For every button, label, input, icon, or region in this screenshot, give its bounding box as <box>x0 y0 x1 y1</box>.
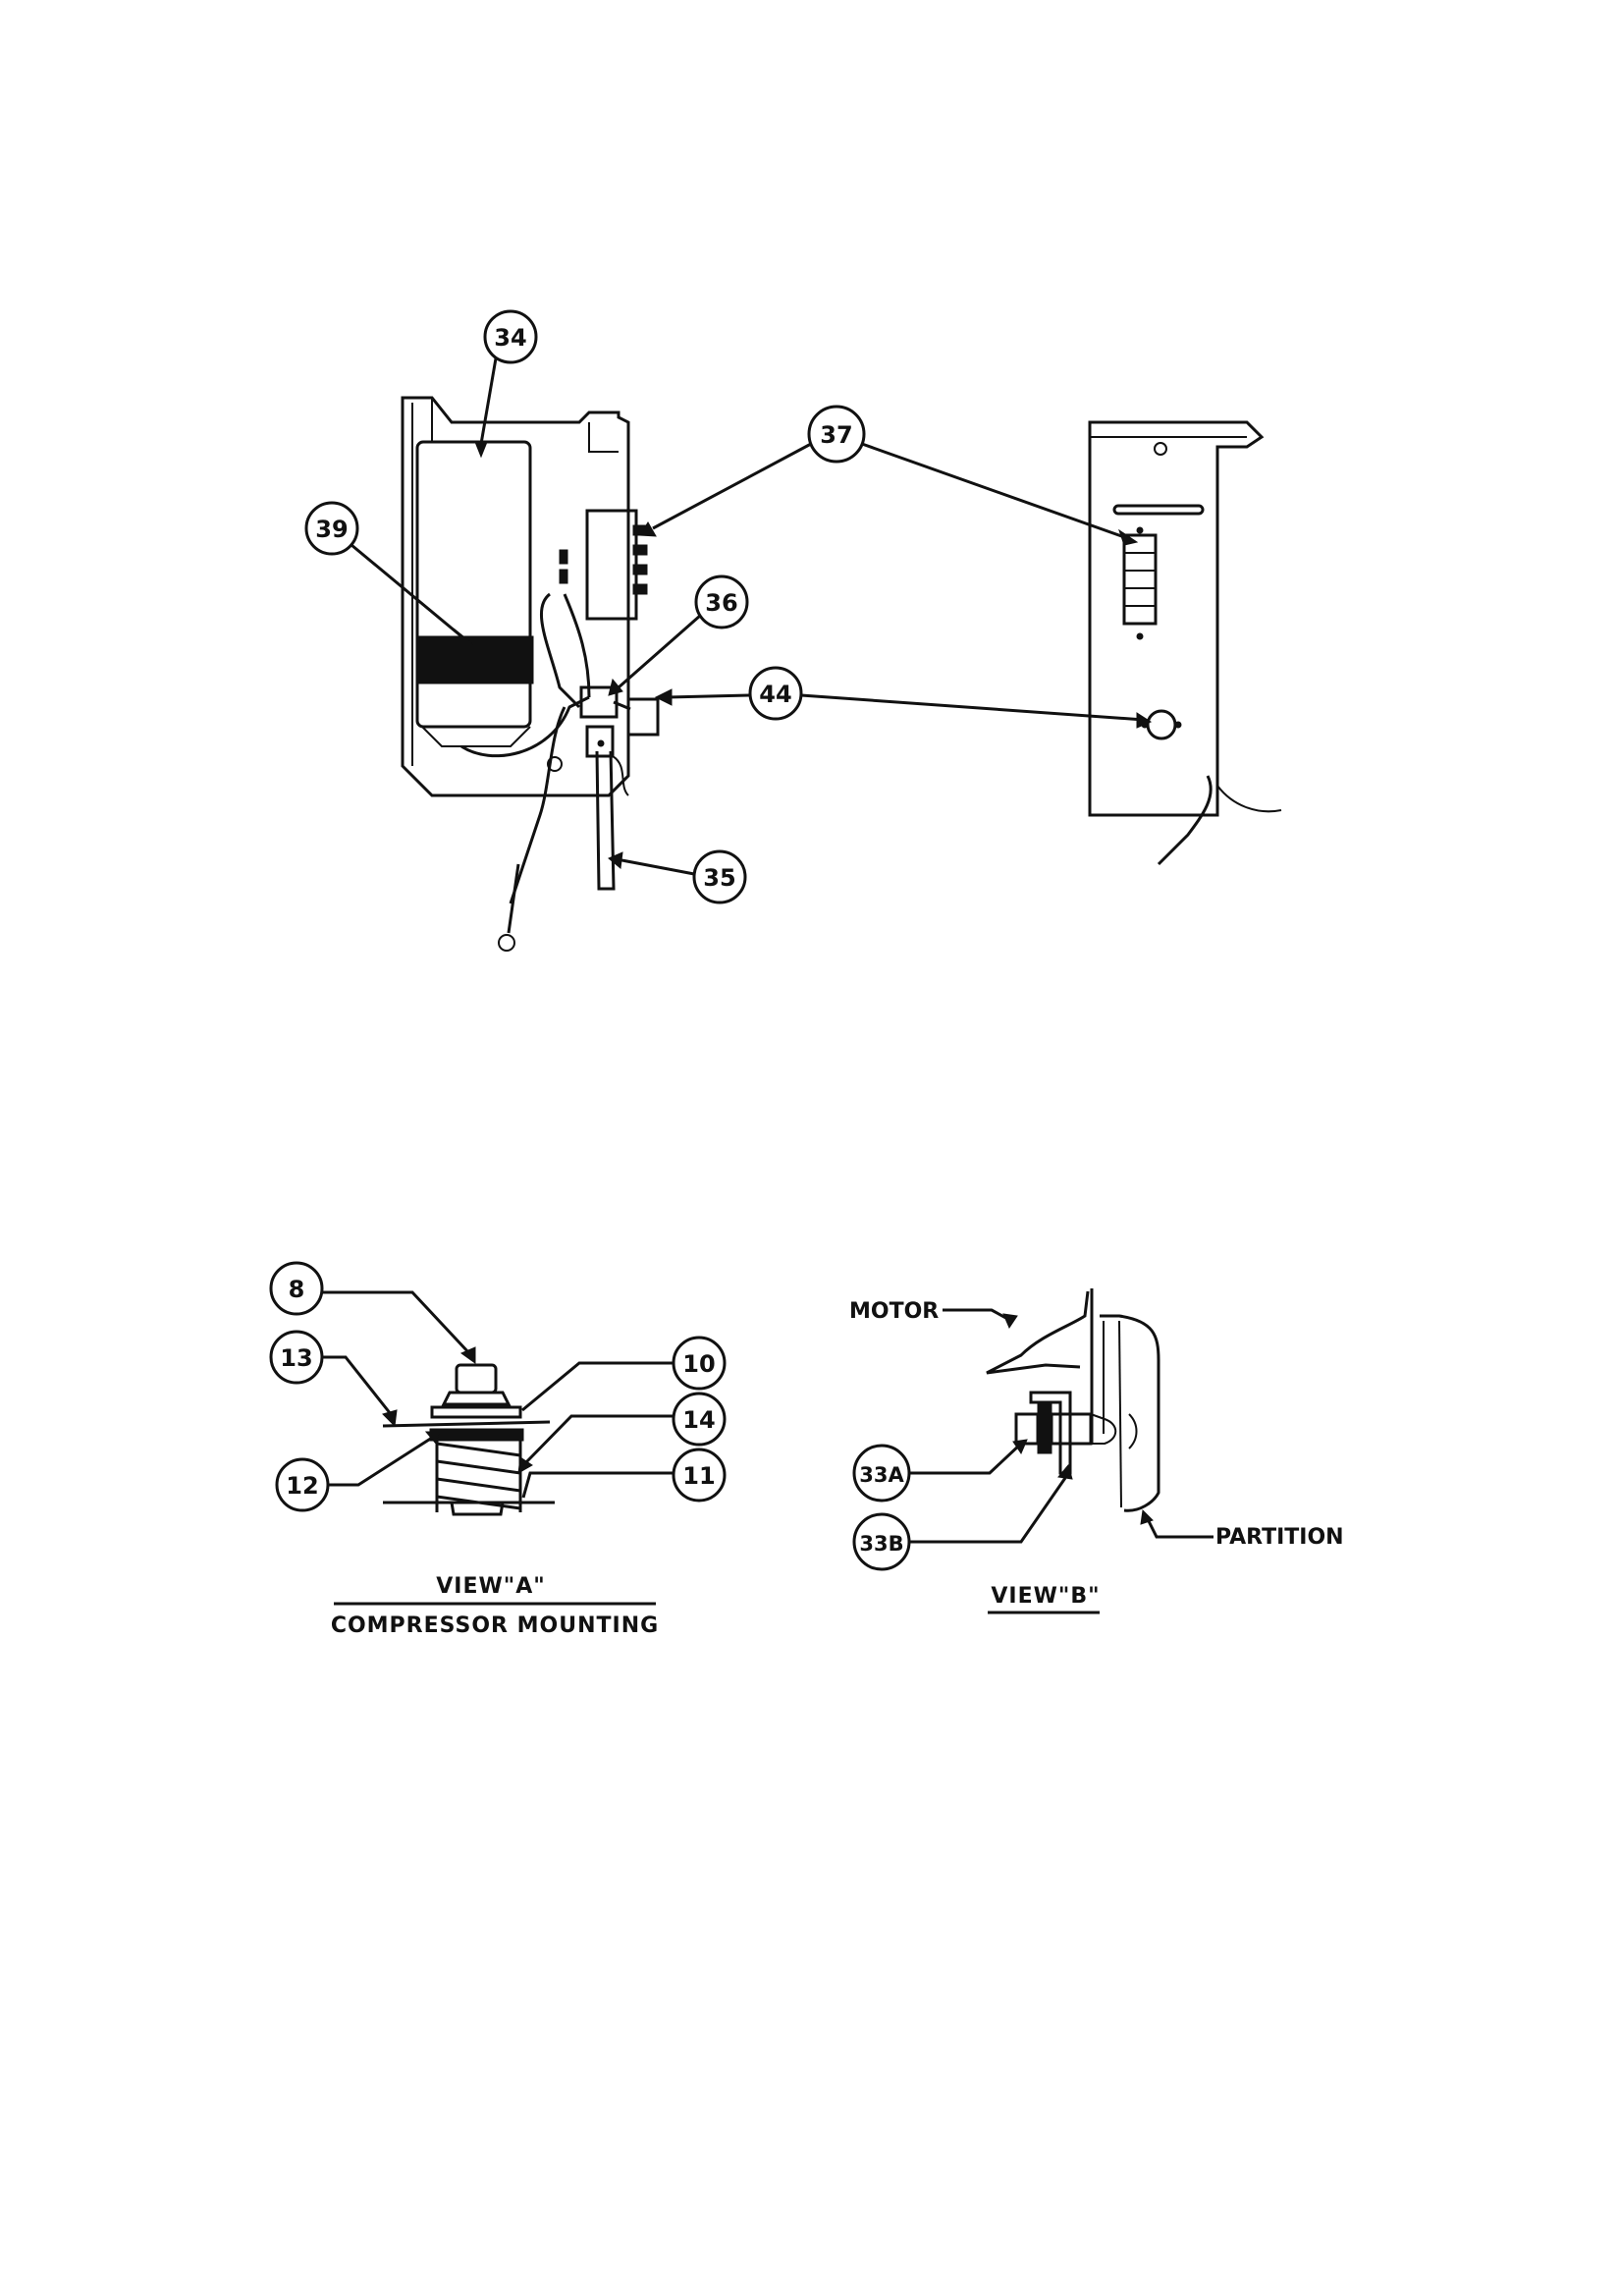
callout-14: 14 <box>682 1406 715 1434</box>
motor-label: MOTOR <box>849 1299 939 1324</box>
callout-36: 36 <box>705 589 737 617</box>
view-a-subtitle: COMPRESSOR MOUNTING <box>331 1613 659 1638</box>
callout-33a: 33A <box>859 1463 904 1487</box>
callout-10: 10 <box>682 1350 715 1378</box>
callout-39: 39 <box>315 516 348 543</box>
partition-label: PARTITION <box>1215 1525 1344 1550</box>
callout-44: 44 <box>759 681 791 708</box>
callout-11: 11 <box>682 1462 715 1490</box>
callout-37: 37 <box>820 421 852 449</box>
callout-12: 12 <box>286 1472 318 1500</box>
view-a-caption: VIEW"A" COMPRESSOR MOUNTING <box>331 1574 659 1638</box>
callout-33b: 33B <box>859 1532 903 1556</box>
view-a-drawing <box>382 1363 555 1516</box>
callouts-control: 34 39 37 36 44 35 <box>304 309 1153 904</box>
callout-8: 8 <box>289 1276 305 1303</box>
callout-13: 13 <box>280 1344 312 1372</box>
view-b-caption: VIEW"B" <box>988 1584 1100 1614</box>
view-a-title: VIEW"A" <box>436 1574 545 1599</box>
callout-34: 34 <box>494 324 526 352</box>
callout-35: 35 <box>703 864 735 892</box>
callouts-view-b: MOTOR PARTITION 33A 33B <box>849 1299 1344 1571</box>
view-b-title: VIEW"B" <box>991 1584 1100 1609</box>
view-b-drawing <box>986 1288 1160 1512</box>
control-box-drawing <box>401 396 660 952</box>
front-panel-drawing <box>1088 420 1282 866</box>
callouts-view-a: 8 13 10 14 12 11 <box>269 1261 727 1512</box>
